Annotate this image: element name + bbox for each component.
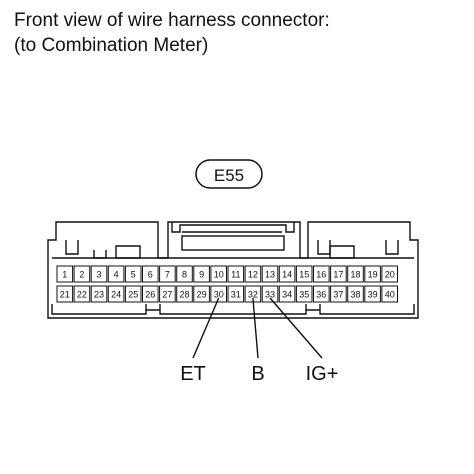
pin-label-13: 13 <box>265 270 275 280</box>
pin-label-3: 3 <box>96 270 101 280</box>
connector-id-label: E55 <box>214 166 244 185</box>
pin-label-21: 21 <box>60 290 70 300</box>
pin-label-6: 6 <box>148 270 153 280</box>
pin-cell-29 <box>193 285 210 303</box>
pin-label-34: 34 <box>282 290 292 300</box>
pin-cell-20 <box>381 265 398 283</box>
pin-cell-19 <box>364 265 381 283</box>
pin-label-18: 18 <box>350 270 360 280</box>
pin-cell-18 <box>347 265 364 283</box>
pin-label-8: 8 <box>182 270 187 280</box>
pin-cell-10 <box>210 265 227 283</box>
pin-label-25: 25 <box>128 290 138 300</box>
pin-cell-17 <box>330 265 347 283</box>
pin-cell-3 <box>90 265 108 283</box>
pin-cell-9 <box>193 265 210 283</box>
pin-label-1: 1 <box>62 270 67 280</box>
pin-label-16: 16 <box>316 270 326 280</box>
connector-id-badge: E55 <box>195 159 263 189</box>
pin-label-15: 15 <box>299 270 309 280</box>
pin-cell-21 <box>56 285 74 303</box>
pin-cell-5 <box>124 265 142 283</box>
pin-cell-27 <box>159 285 176 303</box>
pin-cell-7 <box>159 265 176 283</box>
pin-cell-13 <box>261 265 279 283</box>
diagram-title: Front view of wire harness connector: (t… <box>14 8 330 58</box>
pin-cell-36 <box>313 285 330 303</box>
pin-label-36: 36 <box>316 290 326 300</box>
pin-label-9: 9 <box>199 270 204 280</box>
pin-label-10: 10 <box>214 270 224 280</box>
pin-label-12: 12 <box>248 270 258 280</box>
pin-label-14: 14 <box>282 270 292 280</box>
pin-label-37: 37 <box>333 290 343 300</box>
pin-label-32: 32 <box>248 290 258 300</box>
pin-cell-25 <box>124 285 142 303</box>
signal-label-et: ET <box>180 363 206 385</box>
leader-line-ig <box>269 297 323 359</box>
pin-cell-33 <box>261 285 279 303</box>
pin-cell-15 <box>295 265 313 283</box>
pin-label-22: 22 <box>77 290 87 300</box>
pin-cell-16 <box>313 265 330 283</box>
pin-label-39: 39 <box>368 290 378 300</box>
signal-label-ig: IG+ <box>306 363 339 385</box>
pin-label-28: 28 <box>179 290 189 300</box>
signal-label-b: B <box>251 363 264 385</box>
pin-cell-24 <box>107 285 125 303</box>
pin-label-5: 5 <box>131 270 136 280</box>
pin-label-27: 27 <box>162 290 172 300</box>
pin-label-24: 24 <box>111 290 121 300</box>
pin-label-30: 30 <box>214 290 224 300</box>
pin-label-19: 19 <box>368 270 378 280</box>
signal-labels: ET B IG+ <box>180 363 338 385</box>
pin-cell-38 <box>347 285 364 303</box>
connector-housing <box>47 221 419 319</box>
pin-label-20: 20 <box>385 270 395 280</box>
leader-line-et <box>192 297 220 359</box>
pin-label-4: 4 <box>114 270 119 280</box>
leader-line-b <box>252 297 259 359</box>
pin-cell-4 <box>107 265 125 283</box>
pin-label-2: 2 <box>79 270 84 280</box>
pin-cell-34 <box>278 285 296 303</box>
pin-cell-23 <box>90 285 108 303</box>
pin-label-40: 40 <box>385 290 395 300</box>
pin-cell-1 <box>56 265 74 283</box>
pin-label-7: 7 <box>165 270 170 280</box>
pin-label-38: 38 <box>350 290 360 300</box>
pin-label-33: 33 <box>265 290 275 300</box>
pin-cell-6 <box>142 265 159 283</box>
pin-cell-37 <box>330 285 347 303</box>
pin-cell-11 <box>227 265 245 283</box>
pin-label-29: 29 <box>197 290 207 300</box>
pin-label-31: 31 <box>231 290 241 300</box>
title-line-1: Front view of wire harness connector: <box>14 10 330 31</box>
pin-cell-35 <box>295 285 313 303</box>
pin-cell-12 <box>244 265 262 283</box>
pin-cell-28 <box>176 285 193 303</box>
pin-label-35: 35 <box>299 290 309 300</box>
pin-label-23: 23 <box>94 290 104 300</box>
pin-label-11: 11 <box>231 270 240 280</box>
pin-cell-8 <box>176 265 193 283</box>
pin-cell-14 <box>278 265 296 283</box>
pin-cell-40 <box>381 285 398 303</box>
pin-cell-30 <box>210 285 227 303</box>
pin-cell-22 <box>73 285 91 303</box>
pin-label-17: 17 <box>333 270 343 280</box>
pin-cell-2 <box>73 265 91 283</box>
pin-label-26: 26 <box>145 290 155 300</box>
pin-cell-39 <box>364 285 381 303</box>
pin-cell-31 <box>227 285 245 303</box>
pin-cell-26 <box>142 285 159 303</box>
signal-leaders <box>192 297 323 359</box>
title-line-2: (to Combination Meter) <box>14 35 209 56</box>
